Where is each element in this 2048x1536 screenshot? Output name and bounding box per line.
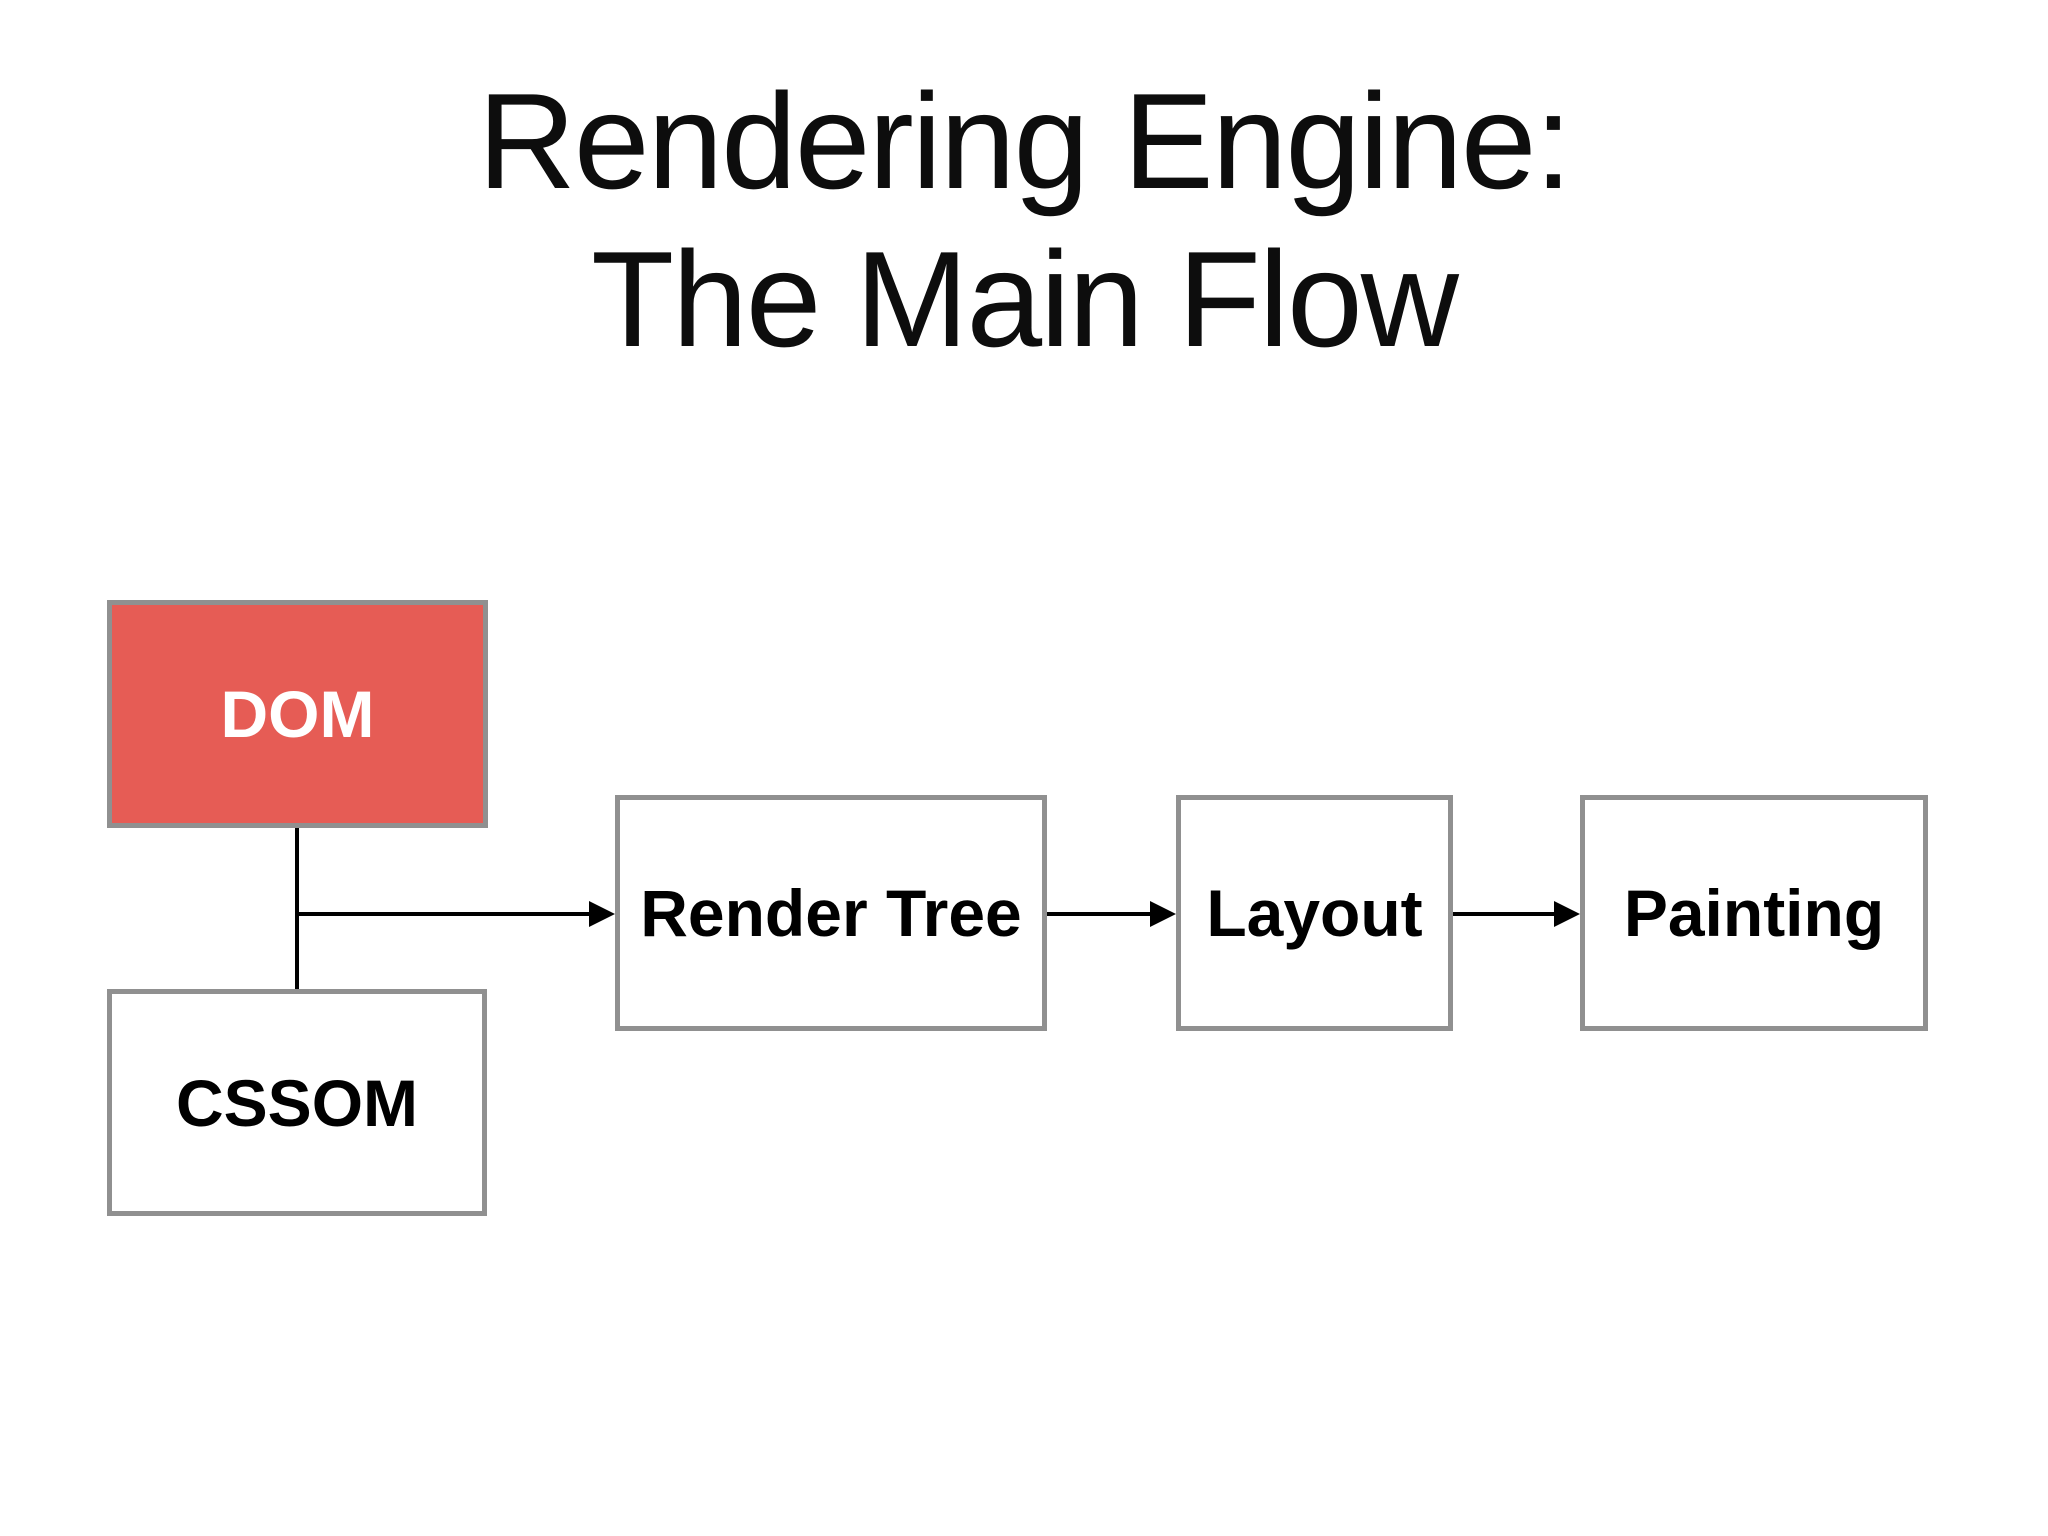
arrowhead-to-layout-icon (1150, 901, 1176, 927)
node-layout-label: Layout (1206, 876, 1423, 950)
slide-title-line2: The Main Flow (591, 223, 1459, 375)
node-dom: DOM (107, 600, 488, 828)
connector-to-render-tree (297, 912, 589, 916)
node-layout: Layout (1176, 795, 1453, 1031)
slide-title: Rendering Engine: The Main Flow (0, 62, 2048, 378)
connector-dom-cssom (295, 828, 299, 989)
node-render-tree-label: Render Tree (640, 876, 1022, 950)
node-render-tree: Render Tree (615, 795, 1047, 1031)
connector-render-tree-to-layout (1047, 912, 1150, 916)
node-cssom: CSSOM (107, 989, 487, 1216)
arrowhead-to-painting-icon (1554, 901, 1580, 927)
node-painting-label: Painting (1623, 876, 1885, 950)
connector-layout-to-painting (1453, 912, 1554, 916)
arrowhead-to-render-tree-icon (589, 901, 615, 927)
slide-title-line1: Rendering Engine: (477, 65, 1573, 217)
node-dom-label: DOM (220, 677, 375, 751)
node-cssom-label: CSSOM (175, 1065, 419, 1140)
node-painting: Painting (1580, 795, 1928, 1031)
